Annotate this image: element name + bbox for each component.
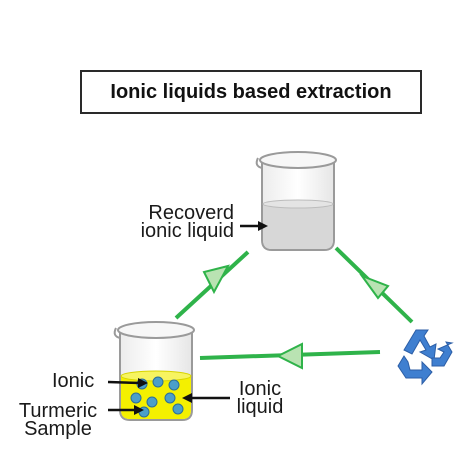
turmeric-label-line2: Sample [24,418,92,440]
recovered-label-line1: Recoverd [148,202,234,224]
recovered-liquid [263,204,333,249]
cycle-arrows [174,246,414,370]
ionic-liquid-label-line1: Ionic [238,378,282,400]
arrowhead-down-icon [359,273,390,300]
recycle-icon [397,329,454,386]
arrowhead-up-icon [202,264,230,295]
ionic-liquid-label: Ionic liquid [226,378,294,418]
recovered-label-line2: ionic liquid [140,220,234,242]
label-pointers [107,221,268,415]
turmeric-label-line1: Turmeric [18,400,98,422]
ionic-liquid-label-line2: liquid [236,396,284,418]
ionic-label: Ionic [52,370,95,392]
diagram-title: Ionic liquids based extraction [80,70,422,114]
top-beaker-icon [255,151,337,251]
bottom-beaker-icon [113,321,195,421]
recovered-ionic-liquid-label: Recoverd ionic liquid [94,202,234,242]
turmeric-sample-label: Turmeric Sample [8,400,108,440]
arrowhead-left-icon [275,342,303,370]
